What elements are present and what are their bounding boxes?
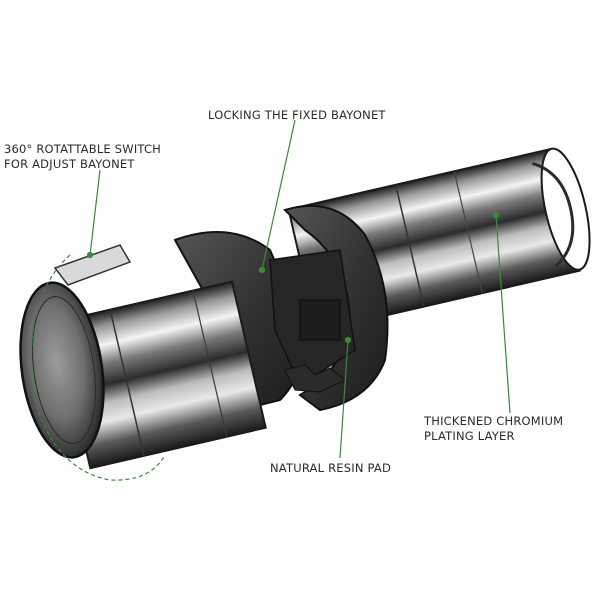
label-locking-bayonet: LOCKING THE FIXED BAYONET (208, 108, 386, 123)
leader-lines (86, 119, 511, 459)
rotation-arc (30, 254, 166, 481)
label-resin-pad-text: NATURAL RESIN PAD (270, 461, 391, 475)
end-cap (19, 281, 105, 459)
label-rotatable-switch: 360° ROTATTABLE SWITCH FOR ADJUST BAYONE… (4, 142, 161, 172)
left-tube (55, 280, 267, 470)
label-locking-bayonet-text: LOCKING THE FIXED BAYONET (208, 108, 386, 122)
label-switch-line2: FOR ADJUST BAYONET (4, 157, 135, 171)
label-chromium-line1: THICKENED CHROMIUM (424, 414, 564, 428)
label-chromium-line2: PLATING LAYER (424, 429, 515, 443)
label-switch-line1: 360° ROTATTABLE SWITCH (4, 142, 162, 156)
label-chromium-layer: THICKENED CHROMIUM PLATING LAYER (424, 414, 563, 444)
label-resin-pad: NATURAL RESIN PAD (270, 461, 391, 476)
rotation-tab (53, 244, 132, 286)
